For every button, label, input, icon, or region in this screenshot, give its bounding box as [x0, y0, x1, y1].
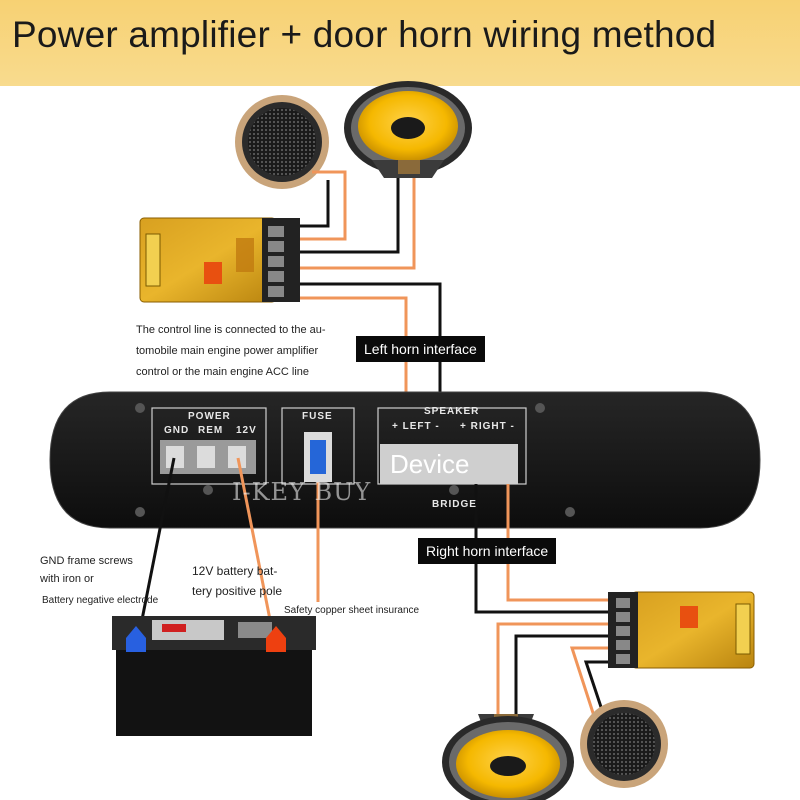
page-title: Power amplifier + door horn wiring metho…: [12, 14, 717, 55]
top-woofer: [344, 81, 472, 178]
top-tweeter: [235, 95, 329, 189]
bottom-woofer: [442, 714, 574, 800]
fuse-note: Safety copper sheet insurance: [284, 605, 420, 616]
rem-terminal-label: REM: [198, 425, 224, 436]
12v-terminal-label: 12V: [236, 425, 257, 436]
bottom-tweeter: [580, 700, 668, 788]
lower-wires: [134, 457, 612, 717]
left-channel-label: + LEFT -: [392, 421, 440, 432]
speaker-label: SPEAKER: [424, 406, 480, 417]
left-horn-interface-label: Left horn interface: [356, 336, 485, 362]
power-label: POWER: [188, 411, 231, 422]
top-wires: [300, 170, 442, 432]
car-battery: [112, 616, 316, 736]
watermark: I-KEY BUY: [232, 478, 372, 506]
title-banner: Power amplifier + door horn wiring metho…: [0, 0, 800, 86]
fuse-label: FUSE: [302, 411, 333, 422]
right-channel-label: + RIGHT -: [460, 421, 515, 432]
gnd-terminal-label: GND: [164, 425, 190, 436]
bridge-label: BRIDGE: [432, 499, 477, 510]
bottom-crossover: [608, 591, 755, 669]
top-crossover: [139, 217, 300, 303]
device-overlay: Device: [380, 444, 518, 484]
right-horn-interface-label: Right horn interface: [418, 538, 557, 564]
